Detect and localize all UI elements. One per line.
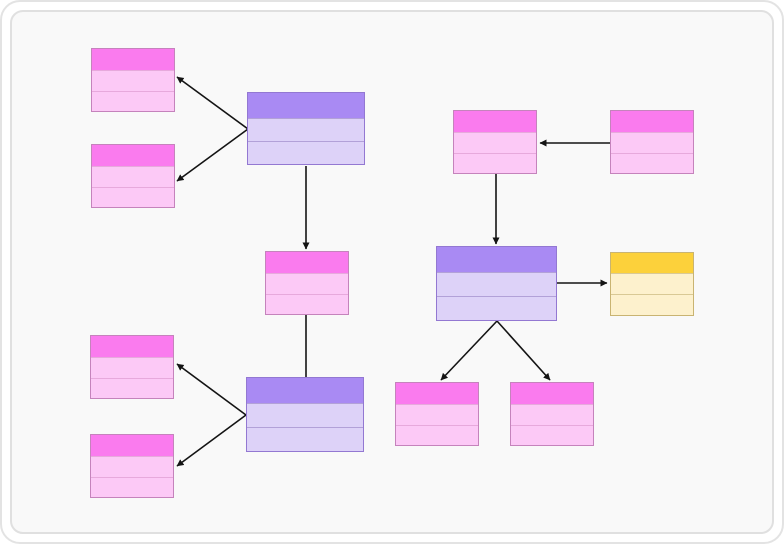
node-header xyxy=(437,247,556,273)
node-row xyxy=(91,457,173,477)
connector-arrow xyxy=(176,363,247,416)
node-row xyxy=(611,152,693,174)
node-header xyxy=(454,111,536,133)
node-header xyxy=(511,383,593,405)
node-row xyxy=(92,167,174,187)
node-row xyxy=(454,133,536,153)
node-row xyxy=(91,476,173,498)
diagram-node-purple-bottom[interactable] xyxy=(246,377,364,452)
connector-arrow xyxy=(176,414,247,467)
node-row xyxy=(92,186,174,208)
node-row xyxy=(611,294,693,315)
diagram-node-pink-bottom-left-a[interactable] xyxy=(90,335,174,399)
node-header xyxy=(92,145,174,167)
node-row xyxy=(248,141,364,164)
node-header xyxy=(247,378,363,404)
connector-arrow xyxy=(496,320,551,381)
node-row xyxy=(511,424,593,446)
node-header xyxy=(611,253,693,274)
node-row xyxy=(91,377,173,399)
diagram-node-purple-right[interactable] xyxy=(436,246,557,321)
diagram-node-pink-bottom-center-b[interactable] xyxy=(510,382,594,446)
diagram-node-pink-center[interactable] xyxy=(265,251,349,315)
connector-arrow xyxy=(176,76,249,130)
node-header xyxy=(248,93,364,119)
node-row xyxy=(248,119,364,141)
node-row xyxy=(611,274,693,294)
node-row xyxy=(437,296,556,320)
node-row xyxy=(454,152,536,174)
diagram-node-pink-top-left-a[interactable] xyxy=(91,48,175,112)
diagram-node-pink-mid-right[interactable] xyxy=(453,110,537,174)
diagram-node-pink-far-right[interactable] xyxy=(610,110,694,174)
node-header xyxy=(91,435,173,457)
diagram-node-pink-bottom-left-b[interactable] xyxy=(90,434,174,498)
connector-arrow xyxy=(440,320,498,381)
node-header xyxy=(92,49,174,71)
node-row xyxy=(611,133,693,153)
node-row xyxy=(92,71,174,91)
node-header xyxy=(266,252,348,274)
node-header xyxy=(611,111,693,133)
node-row xyxy=(92,90,174,112)
node-row xyxy=(396,424,478,446)
node-row xyxy=(266,274,348,294)
node-row xyxy=(247,404,363,427)
node-row xyxy=(511,405,593,425)
node-row xyxy=(266,293,348,315)
diagram-node-yellow-right[interactable] xyxy=(610,252,694,316)
diagram-node-pink-bottom-center-a[interactable] xyxy=(395,382,479,446)
node-row xyxy=(437,273,556,296)
diagram-node-pink-top-left-b[interactable] xyxy=(91,144,175,208)
node-row xyxy=(91,358,173,378)
connector-arrow xyxy=(176,128,249,182)
node-row xyxy=(396,405,478,425)
diagram-node-purple-top[interactable] xyxy=(247,92,365,165)
node-row xyxy=(247,427,363,451)
node-header xyxy=(91,336,173,358)
node-header xyxy=(396,383,478,405)
